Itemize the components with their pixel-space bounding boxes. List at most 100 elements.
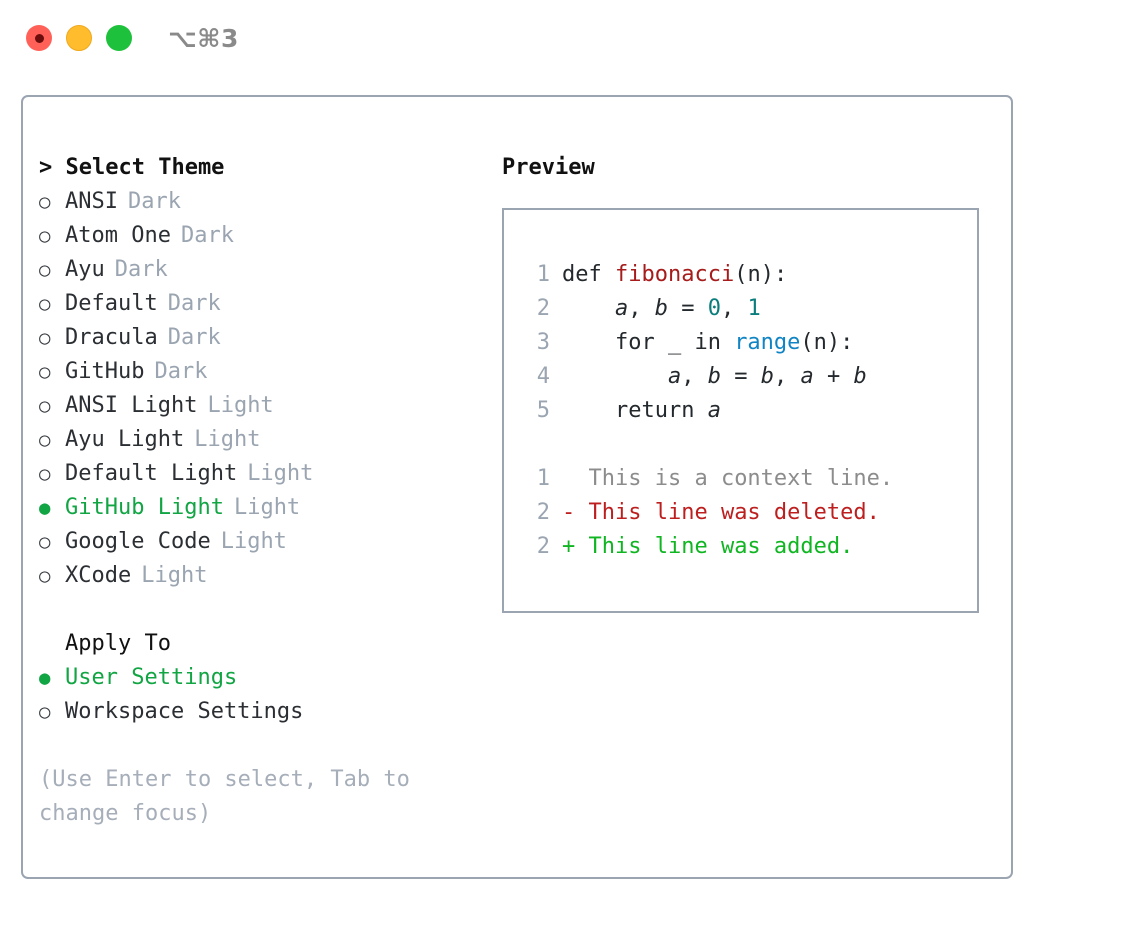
diff-line-ctx: 1 This is a context line. <box>522 462 893 496</box>
diff-marker: + <box>562 534 576 559</box>
radio-unselected-icon[interactable]: ○ <box>39 429 51 451</box>
apply-to-option-user-settings[interactable]: ●User Settings <box>39 661 479 695</box>
code-token-plain: , <box>681 364 708 389</box>
theme-option-tag: Light <box>141 563 208 588</box>
radio-unselected-icon[interactable]: ○ <box>39 225 51 247</box>
code-token-ital: b <box>654 296 668 321</box>
diff-line-del: 2- This line was deleted. <box>522 496 893 530</box>
code-token-plain: def <box>562 262 615 287</box>
line-number: 2 <box>536 500 550 525</box>
minimize-button-icon[interactable] <box>66 25 92 51</box>
code-token-plain <box>562 292 615 326</box>
theme-option-github[interactable]: ○ GitHub Dark <box>39 355 479 389</box>
code-token-plain: return <box>562 398 708 423</box>
code-token-plain <box>562 360 668 394</box>
theme-option-label: Dracula <box>65 325 158 350</box>
radio-unselected-icon[interactable]: ○ <box>39 191 51 213</box>
radio-unselected-icon[interactable]: ○ <box>39 327 51 349</box>
select-theme-heading: > Select Theme <box>39 155 225 180</box>
code-token-ital: a <box>800 364 814 389</box>
theme-option-ansi-light[interactable]: ○ ANSI Light Light <box>39 389 479 423</box>
list-gap-spacer <box>39 593 479 627</box>
code-token-ital: b <box>707 364 721 389</box>
code-line: 5 return a <box>522 394 893 428</box>
diff-marker <box>562 462 575 496</box>
code-token-plain: , <box>628 296 655 321</box>
code-token-ital: a <box>707 398 721 423</box>
code-token-plain: + <box>813 364 854 389</box>
code-token-plain: (n): <box>734 262 788 287</box>
close-button-icon[interactable] <box>26 25 52 51</box>
theme-option-atom-one[interactable]: ○ Atom One Dark <box>39 219 479 253</box>
theme-option-label: Google Code <box>65 529 211 554</box>
radio-unselected-icon[interactable]: ○ <box>39 293 51 315</box>
line-number: 2 <box>536 534 550 559</box>
apply-to-option-label: Workspace Settings <box>65 699 304 724</box>
maximize-button-icon[interactable] <box>106 25 132 51</box>
theme-option-label: Ayu Light <box>65 427 185 452</box>
keyboard-shortcut-label: ⌥⌘3 <box>168 24 239 53</box>
code-token-plain: , <box>773 364 801 389</box>
radio-unselected-icon[interactable]: ○ <box>39 361 51 383</box>
radio-unselected-icon[interactable]: ○ <box>39 463 51 485</box>
theme-option-label: Atom One <box>65 223 171 248</box>
radio-unselected-icon[interactable]: ○ <box>39 701 51 723</box>
theme-option-label: GitHub Light <box>65 495 224 520</box>
keyboard-hint-text: (Use Enter to select, Tab to change focu… <box>39 767 424 826</box>
apply-to-list[interactable]: ●User Settings ○ Workspace Settings <box>39 661 479 729</box>
theme-option-github-light[interactable]: ● GitHub Light Light <box>39 491 479 525</box>
code-token-plain: = <box>667 296 708 321</box>
theme-option-label: ANSI Light <box>65 393 198 418</box>
apply-to-heading: Apply To <box>65 631 171 656</box>
theme-option-xcode[interactable]: ○ XCode Light <box>39 559 479 593</box>
line-number: 1 <box>536 262 550 287</box>
code-token-ital: a <box>614 296 629 321</box>
hint-gap-spacer <box>39 729 479 763</box>
theme-option-label: XCode <box>65 563 132 588</box>
theme-option-tag: Light <box>207 393 274 418</box>
theme-option-label: Default Light <box>65 461 238 486</box>
theme-option-tag: Dark <box>167 325 221 350</box>
line-number: 2 <box>536 296 550 321</box>
code-line: 4 a, b = b, a + b <box>522 360 893 394</box>
radio-unselected-icon[interactable]: ○ <box>39 565 51 587</box>
radio-unselected-icon[interactable]: ○ <box>39 531 51 553</box>
line-number: 3 <box>536 330 550 355</box>
radio-unselected-icon[interactable]: ○ <box>39 395 51 417</box>
line-number: 5 <box>536 398 550 423</box>
radio-selected-icon[interactable]: ● <box>39 667 51 689</box>
code-token-num: 0 <box>707 296 721 321</box>
code-token-num: 1 <box>747 296 761 321</box>
code-token-plain: (n): <box>800 330 854 355</box>
traffic-lights <box>26 25 132 51</box>
code-token-ital: a <box>667 364 682 389</box>
theme-option-tag: Dark <box>180 223 234 248</box>
theme-option-label: ANSI <box>65 189 118 214</box>
theme-option-tag: Dark <box>154 359 208 384</box>
theme-option-tag: Light <box>233 495 301 520</box>
radio-selected-icon[interactable]: ● <box>39 497 51 519</box>
theme-option-dracula[interactable]: ○ Dracula Dark <box>39 321 479 355</box>
diff-line-add: 2+ This line was added. <box>522 530 893 564</box>
code-line: 2 a, b = 0, 1 <box>522 292 893 326</box>
code-token-ital: b <box>760 364 774 389</box>
theme-option-label: Default <box>65 291 158 316</box>
theme-option-label: GitHub <box>65 359 145 384</box>
radio-unselected-icon[interactable]: ○ <box>39 259 51 281</box>
apply-to-option-workspace-settings[interactable]: ○ Workspace Settings <box>39 695 479 729</box>
